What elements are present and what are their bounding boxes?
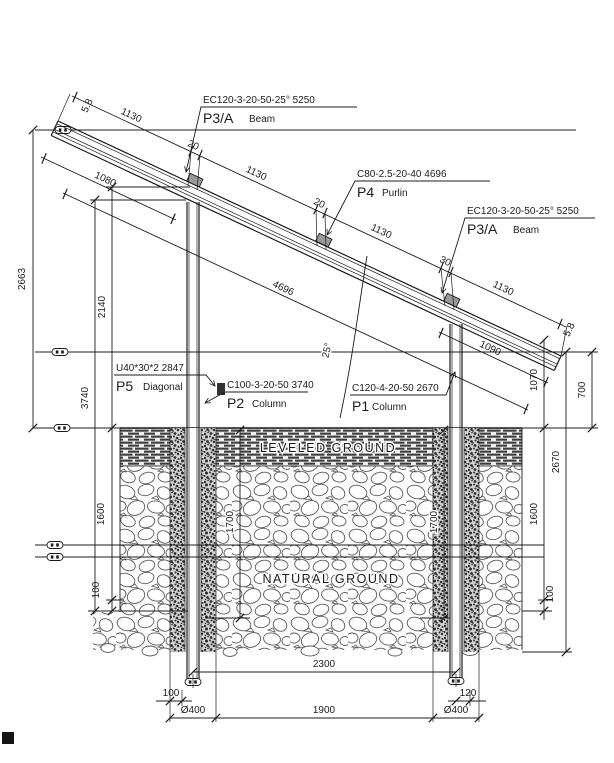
beam-assembly — [50, 120, 562, 372]
angle-arc — [339, 255, 368, 419]
dim-beam-depth-right: 5.8 — [562, 321, 578, 339]
beam-top-spec: EC120-3-20-50-25° 5250 — [203, 95, 315, 106]
dim-column-spacing: 2300 — [313, 659, 336, 670]
label-purlin: C80-2.5-20-40 4696 P4 Purlin — [326, 169, 490, 236]
column-p1-kind: Column — [372, 402, 406, 413]
column-p1-leader — [350, 371, 456, 396]
column-p2-mark: P2 — [227, 395, 244, 411]
diagonal-mark: P5 — [116, 378, 133, 394]
dim-toe-left: 100 — [91, 581, 102, 598]
dim-clear-height-left: 2140 — [97, 295, 108, 318]
purlin-2 — [315, 232, 333, 248]
dim-column-p1-length: 2670 — [551, 450, 562, 473]
column-p2-leader — [204, 391, 308, 404]
dim-pile-right-offset: 120 — [460, 688, 477, 699]
purlin-leader — [326, 180, 490, 236]
leveled-ground-label: LEVELED GROUND — [260, 441, 396, 455]
label-beam-top: EC120-3-20-50-25° 5250 P3/A Beam — [184, 95, 357, 173]
dim-embed-left: 1600 — [96, 502, 107, 525]
corner-mark — [2, 732, 14, 744]
dim-pile-left-depth: 1700 — [225, 510, 236, 533]
column-p2-kind: Column — [252, 399, 286, 410]
dim-roof-angle: 25° — [321, 342, 335, 359]
label-column-p1: C120-4-20-50 2670 P1 Column — [350, 371, 456, 414]
column-p1-right — [449, 324, 463, 681]
dim-pile-right-diameter: Ø400 — [444, 705, 469, 716]
diagonal-kind: Diagonal — [143, 382, 182, 393]
beam-top-leader — [184, 106, 357, 173]
dim-purlin-offset-2: 20 — [312, 196, 327, 211]
dim-bay-3: 1130 — [369, 222, 394, 241]
beam-right-spec: EC120-3-20-50-25° 5250 — [467, 206, 579, 217]
column-p1-mark: P1 — [352, 398, 369, 414]
bottom-dimension-chain: 2300 100 120 Ø400 1900 Ø400 — [156, 652, 486, 723]
right-dimension-chain: 1070 1600 100 2670 700 — [529, 335, 597, 657]
dim-total-height: 2663 — [17, 267, 28, 290]
dim-pile-left-offset: 100 — [163, 688, 180, 699]
purlin-kind: Purlin — [382, 188, 408, 199]
column-p2-left — [186, 202, 225, 684]
purlin-mark: P4 — [357, 184, 374, 200]
purlin-spec: C80-2.5-20-40 4696 — [357, 169, 447, 180]
level-reference-lines — [33, 129, 598, 653]
dim-purlin-offset-1: 20 — [186, 138, 201, 153]
dim-pile-right-depth: 1700 — [429, 510, 440, 533]
dim-beam-depth-left: 5.8 — [80, 97, 96, 115]
dim-embed-right: 1600 — [529, 502, 540, 525]
dim-bay-2: 1130 — [244, 164, 269, 183]
beam-right-mark: P3/A — [467, 221, 498, 237]
beam-right-leader — [440, 217, 595, 294]
label-beam-right: EC120-3-20-50-25° 5250 P3/A Beam — [440, 206, 595, 294]
dim-column-p2-length: 3740 — [80, 386, 91, 409]
beam-top-mark: P3/A — [203, 110, 234, 126]
diagonal-end-detail — [217, 383, 225, 395]
dim-bay-1: 1130 — [119, 106, 144, 125]
beam-right-kind: Beam — [513, 225, 539, 236]
dim-pile-left-diameter: Ø400 — [181, 705, 206, 716]
dim-beam-end-rise: 1070 — [529, 368, 540, 391]
diagonal-leader — [114, 374, 216, 387]
dim-pile-clear-spacing: 1900 — [313, 705, 336, 716]
diagonal-spec: U40*30*2 2847 — [116, 363, 184, 374]
dim-toe-right: 100 — [545, 585, 556, 602]
beam-top-kind: Beam — [249, 114, 275, 125]
dim-right-drop: 700 — [577, 381, 588, 398]
pile-tip-markers — [184, 677, 465, 686]
dim-bay-4: 1130 — [491, 279, 516, 298]
level-markers — [46, 126, 72, 561]
label-column-p2: C100-3-20-50 3740 P2 Column — [204, 380, 314, 411]
label-diagonal: U40*30*2 2847 P5 Diagonal — [114, 363, 216, 394]
purlin-3 — [443, 292, 461, 308]
column-p1-spec: C120-4-20-50 2670 — [352, 383, 439, 394]
natural-ground-label: NATURAL GROUND — [263, 572, 400, 586]
dim-purlin-offset-3: 30 — [438, 254, 453, 269]
column-p2-spec: C100-3-20-50 3740 — [227, 380, 314, 391]
left-dimension-chain: 2663 3740 2140 1600 100 1700 1700 — [17, 125, 449, 623]
